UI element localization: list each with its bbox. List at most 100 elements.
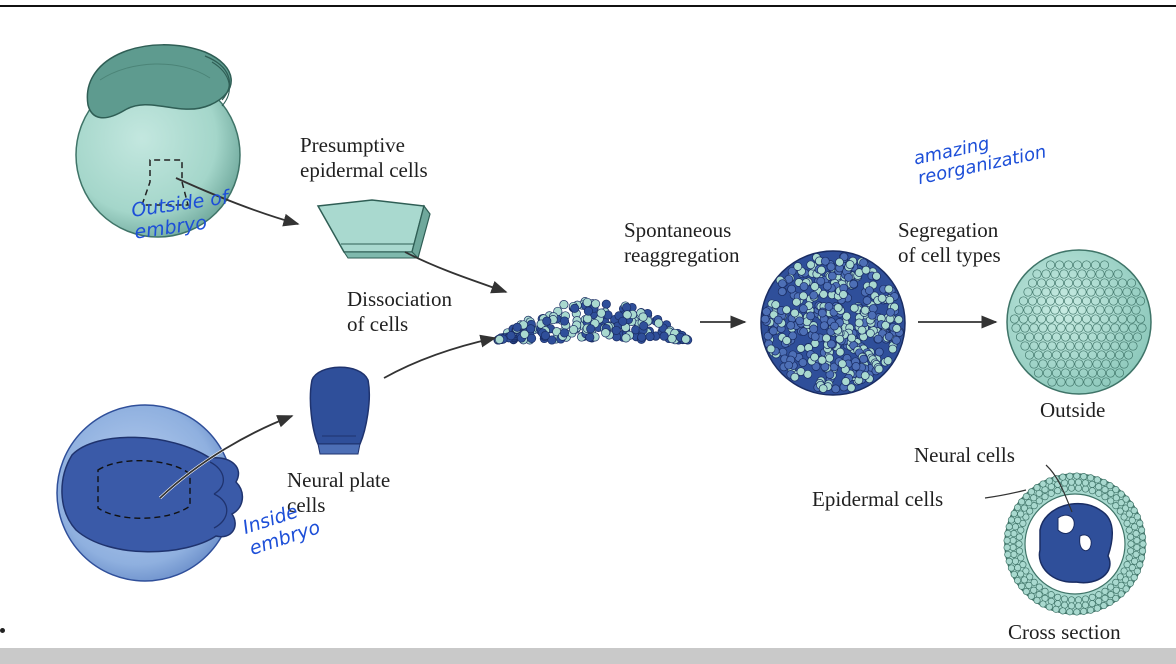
- cell-outline: [1072, 278, 1083, 288]
- cell: [817, 355, 827, 365]
- cell: [822, 333, 831, 343]
- cell: [1035, 497, 1043, 505]
- cell: [654, 318, 664, 328]
- cell: [1022, 587, 1030, 596]
- cell-outline: [1131, 305, 1141, 315]
- cell: [795, 316, 805, 326]
- cell-outline: [1065, 323, 1075, 333]
- cell-outline: [1032, 287, 1042, 297]
- cell: [1125, 554, 1133, 562]
- cell-outline: [1087, 368, 1098, 378]
- cell: [1087, 474, 1095, 482]
- cell: [1030, 586, 1038, 594]
- cell: [1074, 602, 1083, 610]
- cell: [637, 332, 647, 342]
- cell: [1018, 582, 1026, 590]
- cell: [1122, 585, 1130, 593]
- cell-outline: [1042, 350, 1053, 360]
- cell-outline: [1119, 359, 1129, 369]
- cell: [861, 265, 871, 275]
- cell: [833, 303, 843, 313]
- cell-outline: [1096, 368, 1107, 378]
- cell: [1128, 564, 1136, 572]
- cell-outline: [1114, 368, 1125, 378]
- cell-outline: [1119, 341, 1129, 351]
- cell-outline: [1072, 296, 1083, 306]
- cell: [1005, 523, 1013, 531]
- cell-outline: [1090, 314, 1101, 324]
- cell: [583, 306, 593, 316]
- cell-outline: [1074, 359, 1084, 369]
- cell: [1010, 510, 1018, 518]
- cell: [540, 330, 551, 341]
- cell-outline: [1117, 314, 1128, 324]
- cell-outline: [1077, 287, 1087, 297]
- cell: [877, 293, 887, 303]
- cell-outline: [1038, 341, 1048, 351]
- cell-outline: [1029, 323, 1039, 333]
- cell-outline: [1090, 278, 1101, 288]
- cell: [806, 260, 816, 270]
- cell: [799, 304, 808, 314]
- cell: [1067, 484, 1076, 492]
- cell: [1122, 495, 1130, 503]
- cell-outline: [1092, 323, 1102, 333]
- cell: [760, 314, 770, 324]
- cell-outline: [1114, 332, 1125, 342]
- cell-outline: [1135, 296, 1146, 306]
- cell-outline: [1072, 314, 1083, 324]
- cell: [601, 328, 611, 338]
- cell: [1125, 510, 1133, 518]
- cell-outline: [1099, 278, 1110, 288]
- cell: [1067, 478, 1076, 486]
- cell: [1052, 605, 1060, 613]
- cell-outline: [1036, 296, 1047, 306]
- cell-outline: [1032, 269, 1042, 279]
- cell: [790, 372, 800, 382]
- cell: [819, 289, 828, 299]
- cell-outline: [1009, 314, 1020, 324]
- cell: [681, 334, 691, 344]
- cell-outline: [1131, 287, 1141, 297]
- cell-outline: [1119, 323, 1129, 333]
- cell: [569, 325, 579, 335]
- cell: [766, 344, 776, 354]
- cell: [1059, 473, 1067, 481]
- cell: [559, 316, 570, 326]
- cell: [1139, 533, 1147, 541]
- cell-outline: [1105, 332, 1116, 342]
- cell-outline: [1090, 260, 1101, 270]
- cell: [1011, 523, 1019, 531]
- cell: [790, 308, 800, 318]
- cell-outline: [1027, 314, 1038, 324]
- cell: [773, 315, 783, 325]
- cell-outline: [1113, 305, 1123, 315]
- cell: [810, 332, 820, 342]
- cell: [1125, 570, 1133, 578]
- cell-outline: [1029, 359, 1039, 369]
- cell: [582, 297, 592, 307]
- cell: [1101, 486, 1109, 494]
- label-outside: Outside: [1040, 398, 1106, 422]
- cell-outline: [1024, 350, 1035, 360]
- cell: [845, 260, 855, 269]
- cell-outline: [1104, 269, 1114, 279]
- cell: [1101, 493, 1109, 501]
- cell: [1060, 595, 1069, 603]
- cell: [1054, 593, 1062, 601]
- cell: [883, 356, 893, 366]
- cell-outline: [1122, 305, 1132, 315]
- cell: [846, 383, 856, 393]
- cell-outline: [1074, 341, 1084, 351]
- cell: [810, 352, 819, 362]
- cell: [830, 321, 839, 331]
- cell: [1126, 579, 1134, 587]
- cell: [1039, 600, 1047, 608]
- cell-outline: [1074, 323, 1084, 333]
- cell: [1066, 608, 1074, 616]
- cell: [1015, 547, 1023, 555]
- cell-outline: [1126, 296, 1137, 306]
- cell-outline: [1105, 350, 1116, 360]
- cell-outline: [1018, 314, 1029, 324]
- cell: [618, 316, 628, 326]
